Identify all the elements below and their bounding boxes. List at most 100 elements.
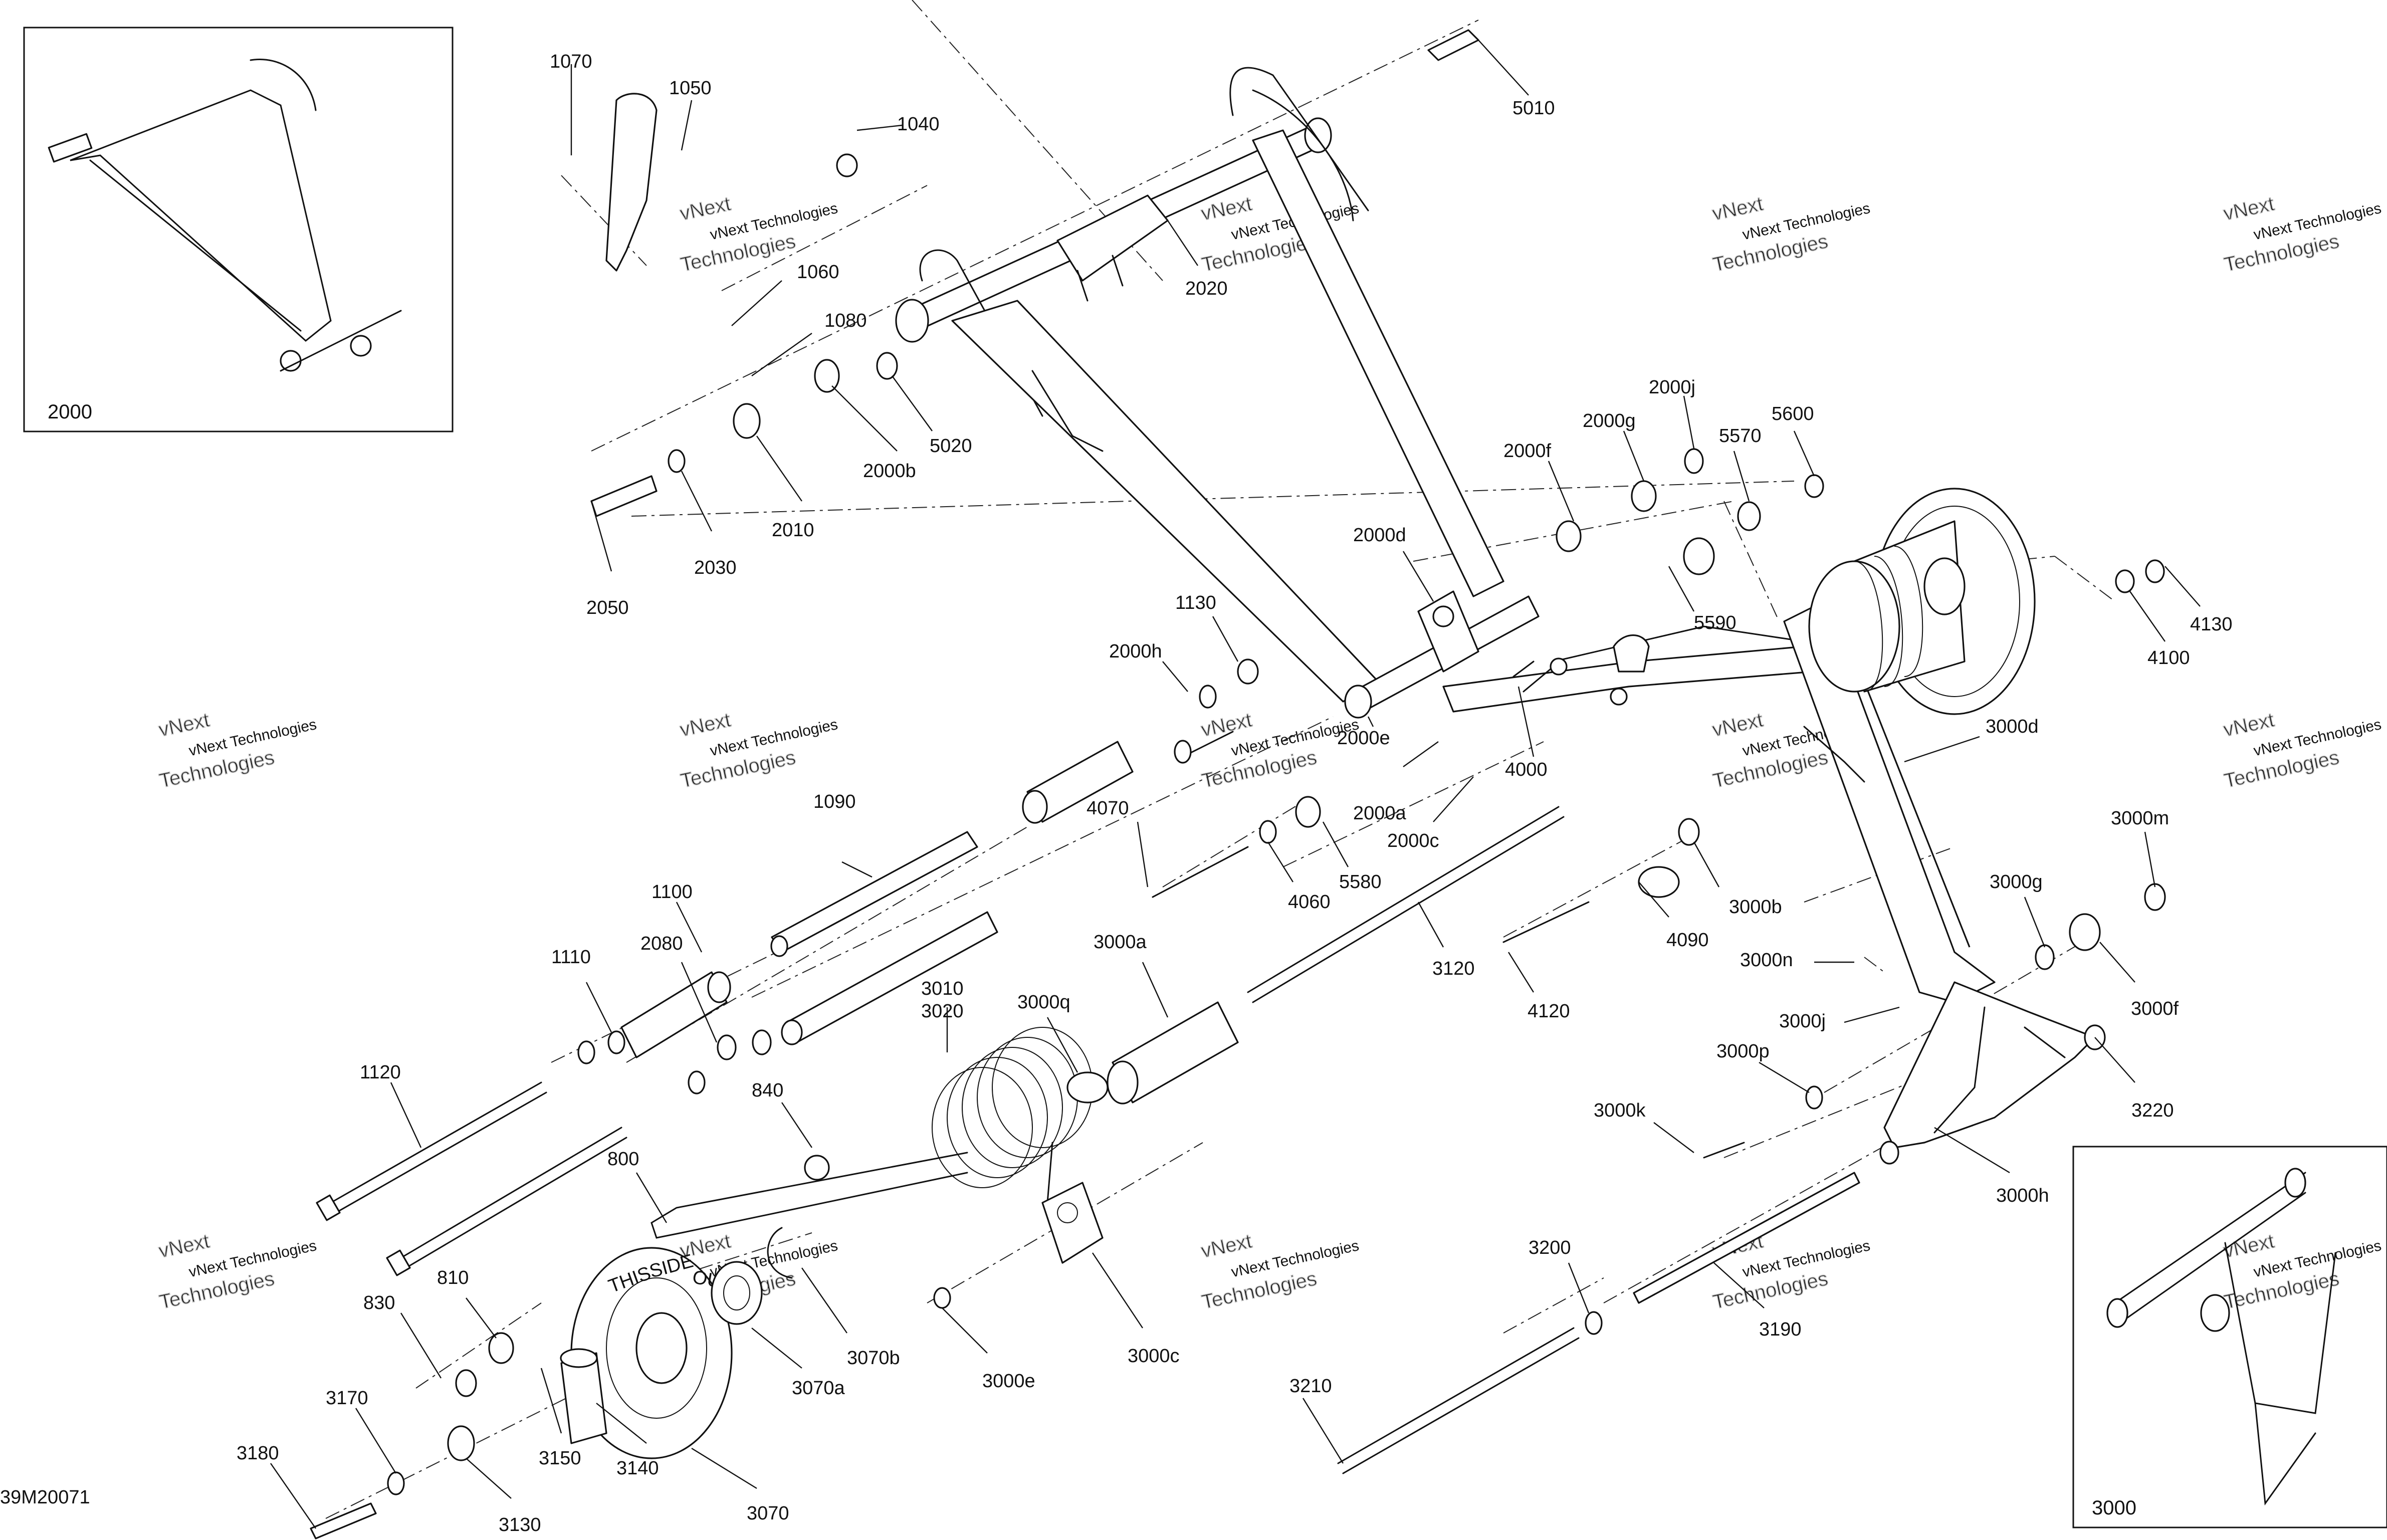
callout-label: 3130 <box>499 1514 541 1535</box>
callout-label: 2000d <box>1353 525 1406 546</box>
callout-label: 3150 <box>539 1448 581 1469</box>
callout-label: 5570 <box>1719 425 1762 447</box>
watermark: vNext vNext Technologies Technologies <box>2221 192 2383 277</box>
svg-text:vNext: vNext <box>1710 193 1765 225</box>
callout-label: 3000q <box>1017 992 1070 1013</box>
callout-label: 2000g <box>1583 410 1636 431</box>
callout-label: 800 <box>607 1149 639 1170</box>
watermark: vNext vNext Technologies Technologies <box>2221 709 2383 793</box>
svg-text:vNext: vNext <box>2222 193 2276 225</box>
watermark: vNext vNext Technologies Technologies <box>678 192 839 277</box>
callout-label: 5020 <box>930 435 972 457</box>
watermark: vNext vNext Technologies Technologies <box>2221 1230 2383 1314</box>
swing-arm-assembly <box>1442 625 1815 713</box>
watermark: vNext vNext Technologies Technologies <box>1710 192 1872 277</box>
callout-label: 2000h <box>1109 641 1162 662</box>
callout-label: 840 <box>752 1080 783 1101</box>
spring-wheel-assembly-left: THIS SIDE OUT <box>560 1027 1104 1459</box>
watermark: vNext vNext Technologies Technologies <box>1710 1230 1872 1314</box>
callout-label: 5590 <box>1694 612 1737 633</box>
callout-label: 4000 <box>1505 759 1548 780</box>
shafts-and-fasteners <box>310 29 2166 1539</box>
callout-label: 3190 <box>1759 1319 1802 1340</box>
svg-text:vNext: vNext <box>157 1230 211 1262</box>
drawing-code: 39M20071 <box>0 1487 90 1508</box>
callout-label: 1080 <box>824 310 867 331</box>
callout-label: 2000c <box>1387 830 1439 851</box>
callout-label: 3200 <box>1529 1237 1571 1258</box>
callout-label: 3000c <box>1128 1346 1180 1367</box>
callout-label: 2030 <box>694 557 737 578</box>
callout-label: 1100 <box>652 882 693 903</box>
watermark: vNext vNext Technologies Technologies <box>1199 1230 1361 1314</box>
watermark: vNext vNext Technologies Technologies <box>156 1230 318 1314</box>
callout-label: 3070b <box>847 1348 900 1369</box>
callout-label: 1110 <box>551 947 591 968</box>
inset-2000: 2000 <box>23 27 454 432</box>
callout-label: 2000j <box>1649 377 1695 398</box>
callout-label: 3210 <box>1289 1376 1332 1397</box>
callout-label: 3000d <box>1986 716 2039 737</box>
inset-3000: 3000 <box>2072 1146 2387 1528</box>
callout-label: 1050 <box>669 78 712 99</box>
callout-label: 4100 <box>2147 647 2190 669</box>
front-arm-assembly <box>895 67 1540 719</box>
callout-label: 810 <box>437 1267 469 1288</box>
callout-label: 3070a <box>792 1378 845 1399</box>
callout-label: 3000e <box>982 1371 1035 1392</box>
callout-label: 1040 <box>897 114 940 135</box>
watermark: vNext vNext Technologies Technologies <box>156 709 318 793</box>
callout-label: 3120 <box>1432 958 1475 979</box>
callout-label: 3010 <box>921 978 964 999</box>
callout-label: 2050 <box>586 597 629 618</box>
callout-label: 3000a <box>1094 932 1147 953</box>
callout-label: 4120 <box>1528 1001 1570 1022</box>
callout-label: 3180 <box>237 1443 279 1464</box>
callout-label: 3140 <box>616 1458 659 1479</box>
callout-label: 2000a <box>1353 803 1407 824</box>
callout-label: 3000b <box>1729 897 1782 918</box>
callout-label: 2020 <box>1185 278 1228 299</box>
callout-label: 2000f <box>1503 441 1552 462</box>
svg-text:vNext: vNext <box>2222 709 2276 741</box>
callout-label: 3000h <box>1996 1185 2049 1206</box>
callout-label: 2010 <box>772 520 814 541</box>
callout-label: 5580 <box>1339 871 1382 893</box>
watermark: vNext vNext Technologies Technologies <box>678 709 839 793</box>
callout-label: 5010 <box>1512 98 1555 119</box>
inset-label: 3000 <box>2092 1497 2136 1519</box>
callout-label: 3000j <box>1779 1011 1826 1032</box>
callout-label: 3170 <box>326 1388 368 1409</box>
svg-text:vNext: vNext <box>1710 709 1765 741</box>
svg-text:vNext: vNext <box>678 709 733 741</box>
callout-label: 4060 <box>1288 892 1331 913</box>
svg-text:vNext: vNext <box>1199 709 1254 741</box>
callout-label: 4130 <box>2190 614 2233 635</box>
callout-label: 1090 <box>813 791 856 812</box>
callout-label: 830 <box>363 1292 395 1313</box>
callout-label: 2000b <box>863 461 916 482</box>
watermarks: vNext vNext Technologies Technologies vN… <box>156 192 2383 1314</box>
svg-text:vNext: vNext <box>157 709 211 741</box>
callout-label: 3000n <box>1740 950 1793 971</box>
callout-label: 4090 <box>1666 930 1709 951</box>
callout-label: 3000k <box>1594 1100 1646 1121</box>
callout-label: 3000f <box>2131 998 2179 1019</box>
callout-label: 3220 <box>2131 1100 2174 1121</box>
inset-label: 2000 <box>48 401 92 423</box>
callout-label: 3000m <box>2111 808 2169 829</box>
callout-label: 2000e <box>1337 728 1390 749</box>
callout-label: 5600 <box>1772 403 1814 424</box>
callout-label: 1120 <box>360 1062 401 1083</box>
callouts: 1070 1050 1040 5010 2020 1060 1080 5020 … <box>237 40 2233 1535</box>
callout-label: 4070 <box>1087 798 1129 819</box>
callout-label: 2080 <box>640 933 683 954</box>
callout-label: 1130 <box>1175 592 1216 613</box>
callout-label: 3000g <box>1990 871 2043 893</box>
callout-label: 3020 <box>921 1001 964 1022</box>
svg-text:vNext: vNext <box>1199 1230 1254 1262</box>
svg-text:vNext: vNext <box>678 193 733 225</box>
callout-label: 3070 <box>747 1503 789 1524</box>
callout-label: 1070 <box>550 51 592 72</box>
